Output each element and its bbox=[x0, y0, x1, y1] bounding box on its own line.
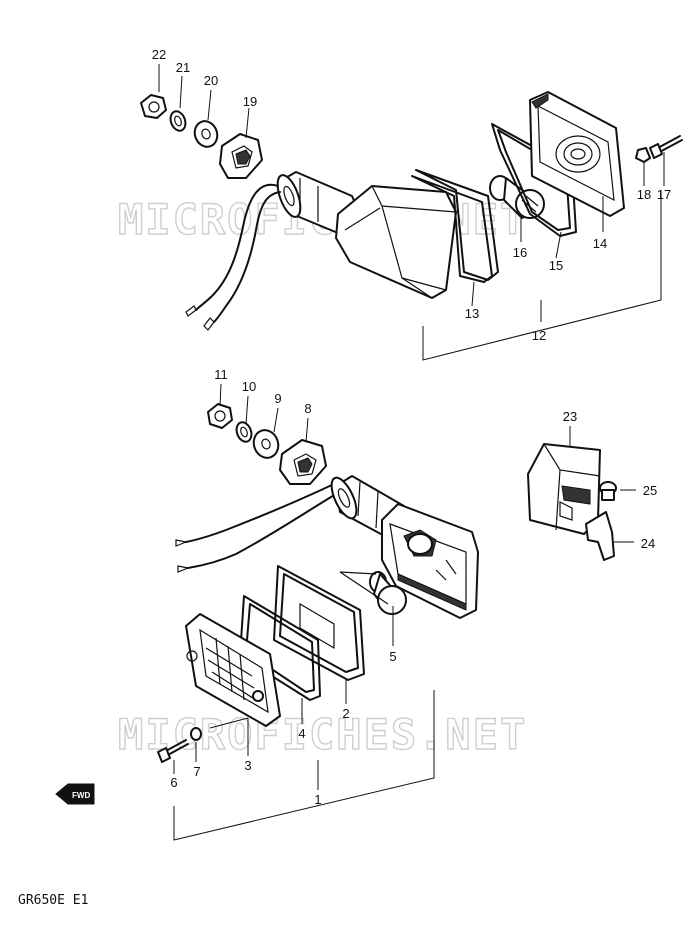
grommet-19 bbox=[219, 133, 263, 179]
callout-8: 8 bbox=[304, 401, 311, 416]
nut-22 bbox=[140, 94, 167, 119]
lock-washer-21 bbox=[169, 110, 187, 132]
callout-18: 18 bbox=[637, 187, 651, 202]
relay-parts bbox=[527, 426, 636, 561]
watermark-bottom: MICROFICHES.NET bbox=[118, 710, 527, 759]
callout-24: 24 bbox=[641, 536, 655, 551]
upper-turn-signal-assembly bbox=[140, 64, 683, 361]
callout-3: 3 bbox=[244, 758, 251, 773]
callout-20: 20 bbox=[204, 73, 218, 88]
wire-leads-top bbox=[185, 183, 281, 331]
callout-21: 21 bbox=[176, 60, 190, 75]
fwd-label: FWD bbox=[72, 791, 90, 800]
screw-25 bbox=[599, 481, 617, 501]
screw-6 bbox=[157, 739, 189, 763]
lens-3 bbox=[185, 613, 281, 727]
gasket-13 bbox=[411, 169, 499, 283]
callout-7: 7 bbox=[193, 764, 200, 779]
callout-labels: 22 21 20 19 17 18 14 15 16 13 12 11 10 9… bbox=[152, 47, 671, 807]
washer-7 bbox=[190, 727, 202, 741]
nut-18 bbox=[635, 147, 651, 163]
washer-9 bbox=[252, 429, 280, 459]
callout-19: 19 bbox=[243, 94, 257, 109]
callout-6: 6 bbox=[170, 775, 177, 790]
callout-16: 16 bbox=[513, 245, 527, 260]
gasket-2 bbox=[273, 565, 365, 681]
callout-22: 22 bbox=[152, 47, 166, 62]
callout-10: 10 bbox=[242, 379, 256, 394]
washer-20 bbox=[193, 120, 219, 148]
callout-23: 23 bbox=[563, 409, 577, 424]
forward-arrow-icon: FWD bbox=[55, 783, 95, 805]
bracket-24 bbox=[585, 511, 615, 561]
callout-14: 14 bbox=[593, 236, 607, 251]
callout-12: 12 bbox=[532, 328, 546, 343]
screw-17 bbox=[649, 135, 683, 159]
callout-4: 4 bbox=[298, 726, 305, 741]
callout-9: 9 bbox=[274, 391, 281, 406]
lock-washer-10 bbox=[235, 421, 253, 443]
lamp-housing-top bbox=[335, 185, 457, 299]
callout-2: 2 bbox=[342, 706, 349, 721]
callout-25: 25 bbox=[643, 483, 657, 498]
model-code-label: GR650E E1 bbox=[18, 893, 88, 908]
callout-17: 17 bbox=[657, 187, 671, 202]
flasher-relay-23 bbox=[527, 443, 601, 535]
callout-1: 1 bbox=[314, 792, 321, 807]
grommet-8 bbox=[279, 439, 327, 485]
lens-14 bbox=[529, 91, 625, 217]
bulb-5 bbox=[339, 571, 407, 615]
callout-5: 5 bbox=[389, 649, 396, 664]
callout-11: 11 bbox=[214, 367, 228, 382]
wire-leads-bottom bbox=[175, 483, 337, 573]
callout-15: 15 bbox=[549, 258, 563, 273]
lamp-housing-bottom bbox=[381, 503, 479, 619]
lower-turn-signal-assembly: FWD bbox=[55, 383, 479, 841]
nut-11 bbox=[207, 403, 233, 429]
callout-13: 13 bbox=[465, 306, 479, 321]
